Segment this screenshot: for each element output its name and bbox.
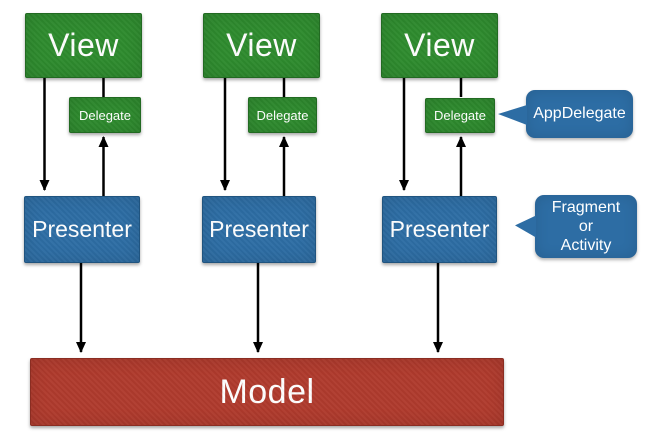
presenter-label-1: Presenter [32, 216, 132, 242]
model-box: Model [30, 358, 504, 426]
callout-line-2: or [578, 218, 594, 235]
delegate-label-3: Delegate [433, 108, 487, 123]
appdelegate-callout-label: AppDelegate [533, 105, 626, 122]
callout-tail-left-icon [515, 215, 536, 238]
presenter-label-3: Presenter [389, 216, 490, 242]
view-label-1: View [48, 27, 119, 63]
callout-line-1: Fragment [551, 199, 621, 216]
delegate-box-1: Delegate [69, 97, 141, 133]
fragment-activity-callout: Fragment or Activity [515, 195, 637, 258]
callout-tail-left-icon [498, 105, 527, 125]
view-label-3: View [404, 27, 475, 63]
delegate-label-2: Delegate [256, 107, 309, 123]
view-label-2: View [226, 27, 297, 63]
model-label: Model [219, 372, 315, 411]
view-box-2: View [203, 13, 320, 78]
view-box-1: View [25, 13, 142, 78]
delegate-box-3: Delegate [425, 98, 495, 133]
appdelegate-callout: AppDelegate [498, 90, 633, 138]
presenter-box-2: Presenter [202, 196, 316, 263]
presenter-box-1: Presenter [24, 196, 140, 263]
view-box-3: View [381, 13, 498, 78]
delegate-label-1: Delegate [78, 107, 132, 123]
presenter-label-2: Presenter [209, 216, 309, 242]
presenter-box-3: Presenter [382, 196, 497, 263]
callout-line-3: Activity [560, 237, 612, 254]
fragment-activity-callout-label: Fragment or Activity [552, 198, 620, 255]
delegate-box-2: Delegate [248, 97, 317, 133]
